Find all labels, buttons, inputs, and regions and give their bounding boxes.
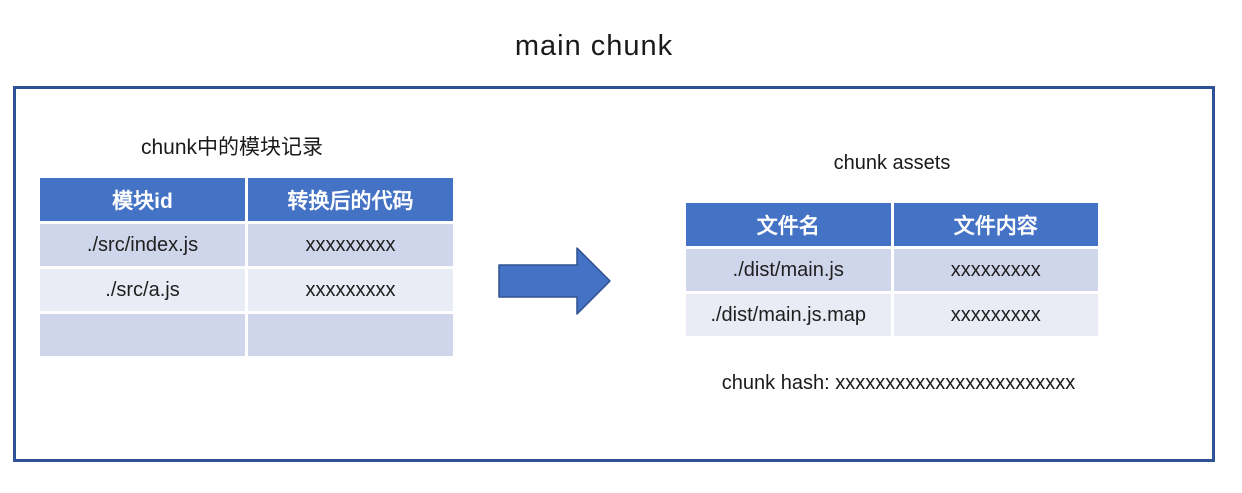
- column-header-module-id: 模块id: [37, 175, 248, 224]
- cell-code: [245, 311, 456, 359]
- cell-file-name: ./dist/main.js.map: [683, 291, 894, 339]
- table-header-row: 模块id 转换后的代码: [37, 175, 456, 224]
- table-row: ./src/index.js xxxxxxxxx: [37, 221, 456, 269]
- right-arrow-icon: [498, 247, 611, 315]
- cell-module-id: ./src/a.js: [37, 266, 248, 314]
- chunk-hash-text: chunk hash: xxxxxxxxxxxxxxxxxxxxxxxx: [721, 372, 1076, 394]
- table-row: ./dist/main.js xxxxxxxxx: [683, 246, 1101, 294]
- table-row: ./dist/main.js.map xxxxxxxxx: [683, 291, 1101, 339]
- modules-table-label: chunk中的模块记录: [140, 136, 324, 159]
- cell-file-content: xxxxxxxxx: [890, 246, 1101, 294]
- modules-table: 模块id 转换后的代码 ./src/index.js xxxxxxxxx ./s…: [37, 175, 456, 359]
- table-row-empty: [37, 311, 456, 359]
- column-header-file-name: 文件名: [683, 200, 894, 249]
- column-header-transformed-code: 转换后的代码: [245, 175, 456, 224]
- cell-code: xxxxxxxxx: [245, 221, 456, 269]
- table-row: ./src/a.js xxxxxxxxx: [37, 266, 456, 314]
- cell-module-id: [37, 311, 248, 359]
- assets-table-label: chunk assets: [833, 152, 951, 174]
- cell-file-content: xxxxxxxxx: [890, 291, 1101, 339]
- cell-file-name: ./dist/main.js: [683, 246, 894, 294]
- assets-table: 文件名 文件内容 ./dist/main.js xxxxxxxxx ./dist…: [683, 200, 1101, 339]
- diagram-title: main chunk: [514, 30, 674, 62]
- column-header-file-content: 文件内容: [890, 200, 1101, 249]
- cell-module-id: ./src/index.js: [37, 221, 248, 269]
- table-header-row: 文件名 文件内容: [683, 200, 1101, 249]
- cell-code: xxxxxxxxx: [245, 266, 456, 314]
